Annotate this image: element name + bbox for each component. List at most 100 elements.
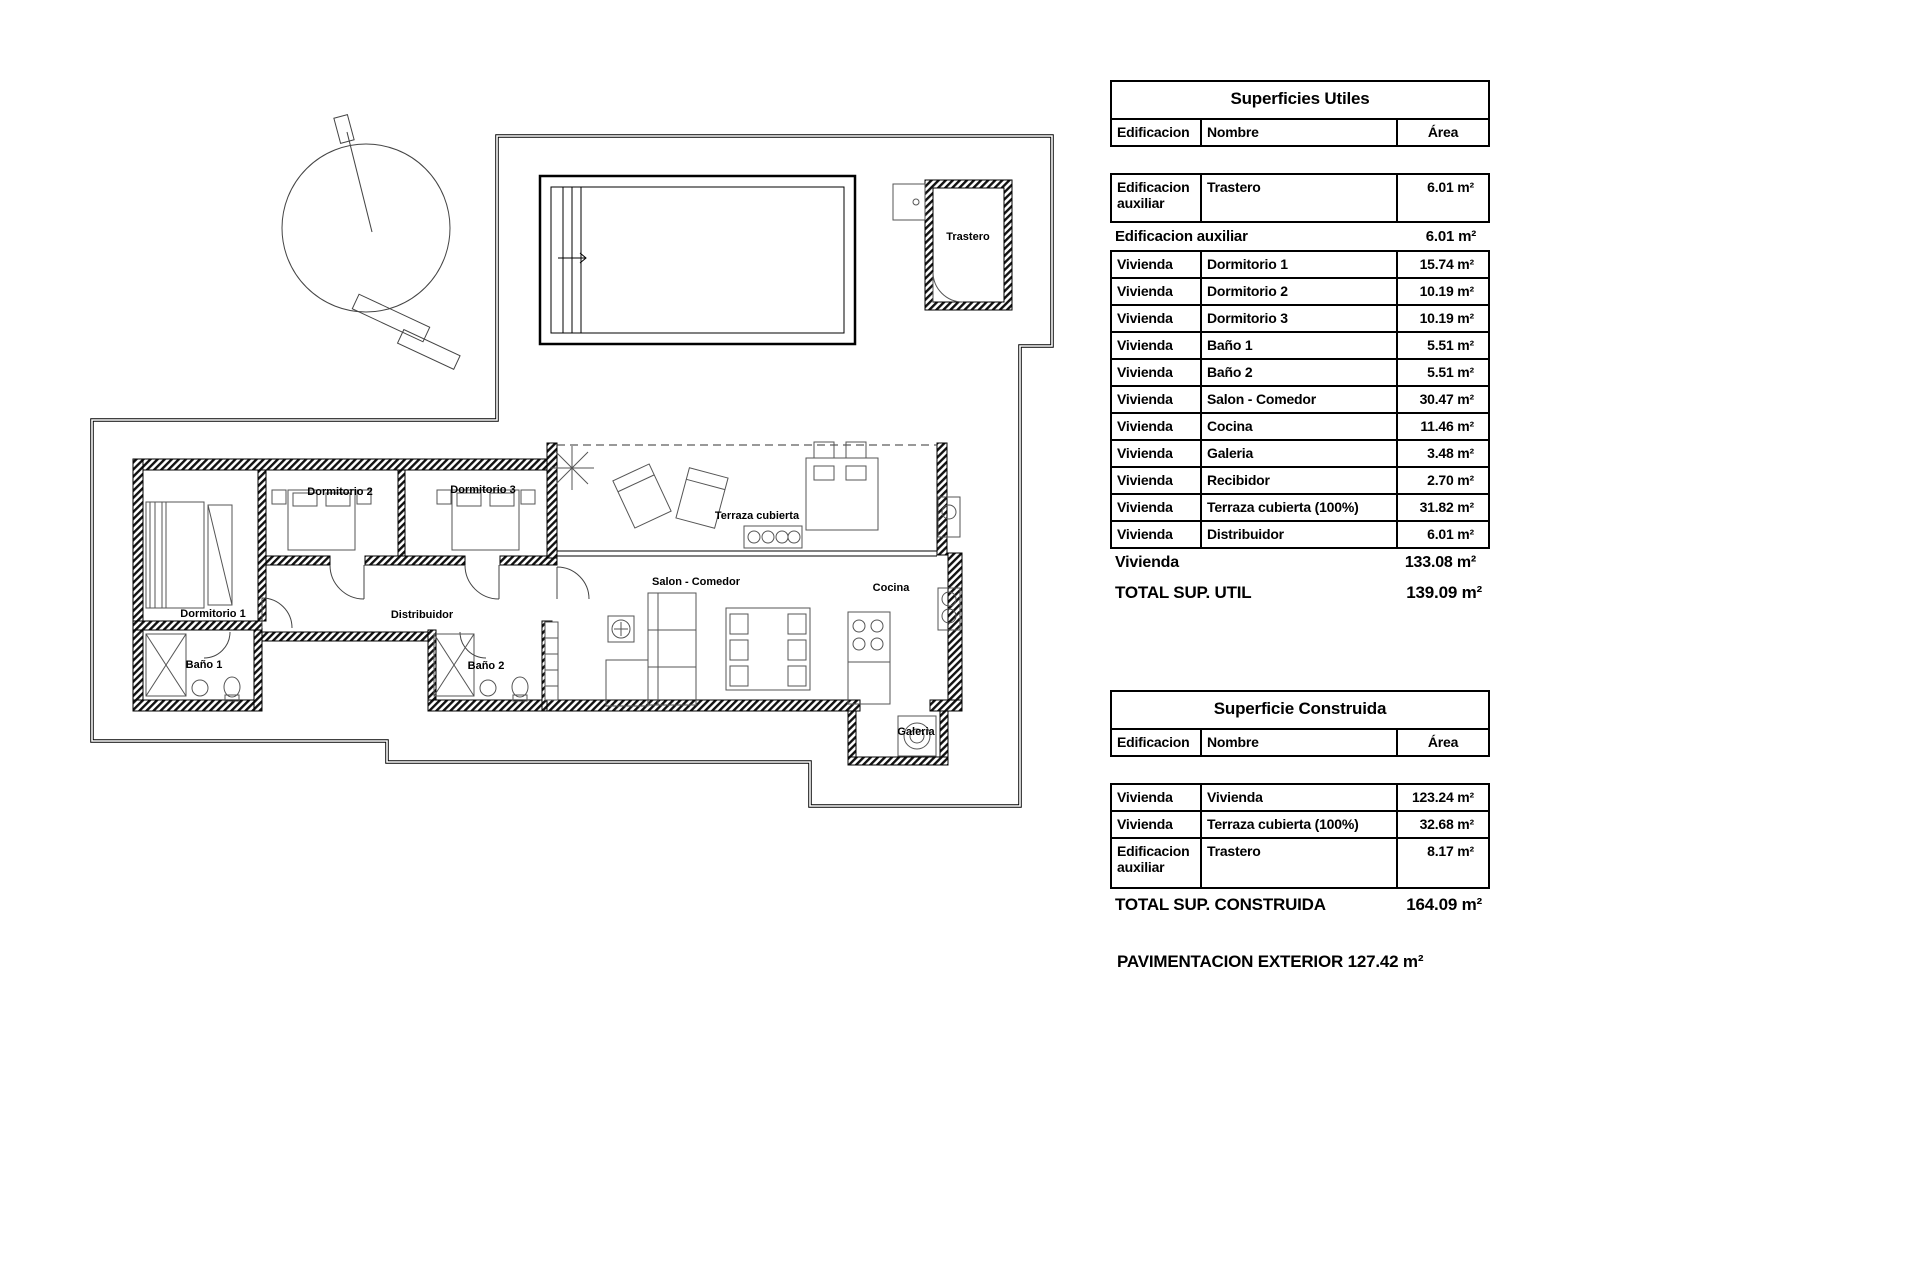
cell-nombre: Trastero: [1200, 839, 1396, 887]
table-row: Vivienda Distribuidor 6.01 m²: [1112, 520, 1488, 547]
cell-edificacion: Edificacion auxiliar: [1117, 843, 1190, 875]
cell-area: 11.46 m²: [1396, 414, 1488, 439]
superficie-construida-table: Superficie Construida Edificacion Nombre…: [1110, 690, 1490, 921]
table-row: Vivienda Baño 1 5.51 m²: [1112, 331, 1488, 358]
cell-nombre: Terraza cubierta (100%): [1200, 812, 1396, 837]
cell-nombre: Dormitorio 3: [1200, 306, 1396, 331]
cell-area: 15.74 m²: [1396, 252, 1488, 277]
total-sup-util: TOTAL SUP. UTIL 139.09 m²: [1110, 577, 1490, 609]
cell-nombre: Baño 1: [1200, 333, 1396, 358]
cell-area: 30.47 m²: [1396, 387, 1488, 412]
label-terraza: Terraza cubierta: [715, 510, 800, 522]
cell-area: 6.01 m²: [1396, 522, 1488, 547]
superficie-construida-header: Superficie Construida Edificacion Nombre…: [1110, 690, 1490, 757]
cell-edificacion: Vivienda: [1117, 418, 1173, 434]
bed-dormitorio1: [145, 501, 205, 609]
cell-edificacion: Vivienda: [1117, 445, 1173, 461]
cell-edificacion: Vivienda: [1117, 310, 1173, 326]
label-salon: Salon - Comedor: [652, 576, 741, 588]
table-row: Edificacion auxiliar Trastero 8.17 m²: [1112, 837, 1488, 887]
house-walls: [132, 442, 963, 766]
cell-nombre: Trastero: [1200, 175, 1396, 221]
header-edificacion: Edificacion: [1117, 734, 1190, 750]
cell-nombre: Vivienda: [1200, 785, 1396, 810]
cell-area: 32.68 m²: [1396, 812, 1488, 837]
cell-area: 3.48 m²: [1396, 441, 1488, 466]
total-sup-construida: TOTAL SUP. CONSTRUIDA 164.09 m²: [1110, 889, 1490, 921]
bath2-fixtures: [433, 633, 529, 702]
label-dormitorio3: Dormitorio 3: [450, 484, 515, 496]
cell-edificacion: Edificacion auxiliar: [1117, 179, 1190, 211]
subtotal-edificacion-auxiliar: Edificacion auxiliar 6.01 m²: [1110, 223, 1490, 250]
cell-edificacion: Vivienda: [1117, 256, 1173, 272]
cell-area: 123.24 m²: [1396, 785, 1488, 810]
cell-nombre: Recibidor: [1200, 468, 1396, 493]
cell-edificacion: Vivienda: [1117, 499, 1173, 515]
label-bano1: Baño 1: [186, 659, 223, 671]
bed-dormitorio2: [271, 489, 372, 551]
tree: [281, 114, 461, 371]
total-label: TOTAL SUP. CONSTRUIDA: [1115, 895, 1326, 914]
header-area: Área: [1396, 730, 1488, 755]
subtotal-value: 6.01 m²: [1425, 228, 1476, 245]
cell-area: 10.19 m²: [1396, 306, 1488, 331]
bath1-fixtures: [145, 633, 241, 702]
doors: [203, 564, 590, 659]
header-area: Área: [1396, 120, 1488, 145]
cell-area: 10.19 m²: [1396, 279, 1488, 304]
cell-nombre: Cocina: [1200, 414, 1396, 439]
label-distribuidor: Distribuidor: [391, 609, 454, 621]
cell-edificacion: Vivienda: [1117, 526, 1173, 542]
header-nombre: Nombre: [1200, 120, 1396, 145]
cell-nombre: Distribuidor: [1200, 522, 1396, 547]
furniture: [145, 441, 961, 757]
table-row: Vivienda Vivienda 123.24 m²: [1112, 785, 1488, 810]
table-title: Superficies Utiles: [1230, 89, 1370, 108]
total-value: 164.09 m²: [1406, 895, 1482, 914]
superficies-utiles-table: Superficies Utiles Edificacion Nombre Ár…: [1110, 80, 1490, 609]
cell-area: 8.17 m²: [1396, 839, 1488, 887]
dining-table: [725, 607, 811, 691]
table-row: Vivienda Dormitorio 3 10.19 m²: [1112, 304, 1488, 331]
table-row: Vivienda Dormitorio 2 10.19 m²: [1112, 277, 1488, 304]
terrace-planter: [743, 525, 803, 549]
floorplan-drawing: Trastero: [90, 114, 1054, 808]
terrace-plant: [550, 446, 594, 490]
kitchen-island: [847, 611, 891, 705]
kitchen-sink-units: [937, 496, 961, 631]
total-value: 139.09 m²: [1406, 583, 1482, 602]
pool: [538, 174, 857, 346]
cell-edificacion: Vivienda: [1117, 816, 1173, 832]
total-label: TOTAL SUP. UTIL: [1115, 583, 1252, 602]
table-row: Vivienda Cocina 11.46 m²: [1112, 412, 1488, 439]
table-row: Vivienda Terraza cubierta (100%) 31.82 m…: [1112, 493, 1488, 520]
construida-rows: Vivienda Vivienda 123.24 m² Vivienda Ter…: [1110, 783, 1490, 889]
subtotal-label: Edificacion auxiliar: [1115, 228, 1248, 245]
cell-edificacion: Vivienda: [1117, 472, 1173, 488]
entry-closet: [544, 621, 559, 701]
terrace-glass-doors: [557, 550, 937, 557]
table-row: Vivienda Terraza cubierta (100%) 32.68 m…: [1112, 810, 1488, 837]
header-nombre: Nombre: [1200, 730, 1396, 755]
cell-edificacion: Vivienda: [1117, 364, 1173, 380]
wardrobe-dormitorio1: [207, 504, 233, 606]
table-title: Superficie Construida: [1213, 699, 1387, 718]
label-cocina: Cocina: [873, 582, 911, 594]
table-row: Edificacion auxiliar Trastero 6.01 m²: [1110, 173, 1490, 223]
cell-nombre: Salon - Comedor: [1200, 387, 1396, 412]
subtotal-value: 133.08 m²: [1404, 554, 1476, 571]
trastero-building: Trastero: [892, 179, 1013, 311]
cell-edificacion: Vivienda: [1117, 283, 1173, 299]
label-bano2: Baño 2: [468, 660, 505, 672]
table-row: Vivienda Dormitorio 1 15.74 m²: [1112, 252, 1488, 277]
label-dormitorio2: Dormitorio 2: [307, 486, 372, 498]
header-edificacion: Edificacion: [1117, 124, 1190, 140]
label-trastero: Trastero: [946, 231, 990, 243]
cell-nombre: Dormitorio 2: [1200, 279, 1396, 304]
cell-area: 2.70 m²: [1396, 468, 1488, 493]
sofa: [605, 592, 697, 707]
terrace-armchairs: [612, 463, 729, 529]
room-labels: Dormitorio 2 Dormitorio 3 Dormitorio 1 D…: [180, 484, 935, 738]
label-dormitorio1: Dormitorio 1: [180, 608, 245, 620]
